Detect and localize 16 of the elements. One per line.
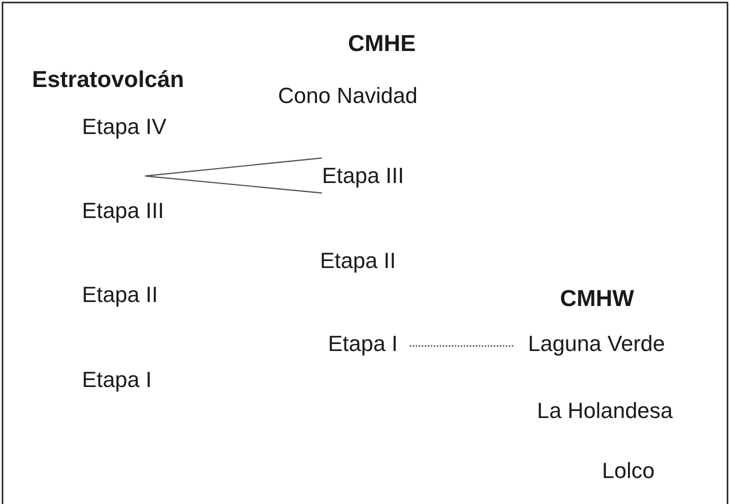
unit-name: Laguna Verde bbox=[528, 331, 666, 357]
unit-name: Cono Navidad bbox=[278, 83, 418, 109]
stage-name: Etapa II bbox=[320, 248, 396, 274]
stage-name: Etapa I bbox=[328, 331, 398, 357]
unit-name: La Holandesa bbox=[537, 398, 673, 424]
unit-name: Lolco bbox=[602, 458, 655, 484]
column-heading: CMHE bbox=[348, 30, 416, 56]
column-heading: Estratovolcán bbox=[32, 66, 184, 92]
stage-name: Etapa III bbox=[82, 198, 164, 224]
stage-name: Etapa I bbox=[82, 367, 152, 393]
dotted-line bbox=[410, 345, 514, 347]
stage-name: Etapa III bbox=[322, 163, 404, 189]
wedge-line bbox=[144, 157, 322, 194]
stage-name: Etapa II bbox=[82, 282, 158, 308]
stage-name: Etapa IV bbox=[82, 114, 166, 140]
column-heading: CMHW bbox=[560, 285, 634, 311]
